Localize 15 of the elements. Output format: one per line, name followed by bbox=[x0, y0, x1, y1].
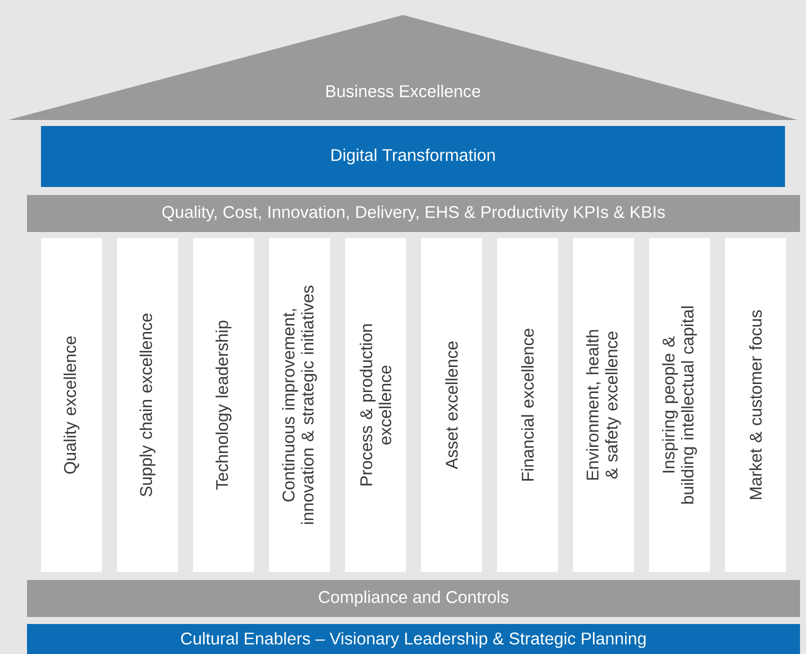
pillar: Environment, health & safety excellence bbox=[573, 238, 634, 572]
pillar: Financial excellence bbox=[497, 238, 558, 572]
roof-triangle: Business Excellence bbox=[8, 15, 798, 120]
pillar: Technology leadership bbox=[193, 238, 254, 572]
pillar: Asset excellence bbox=[421, 238, 482, 572]
banner: Cultural Enablers – Visionary Leadership & Strategic Planning bbox=[27, 624, 800, 654]
band: Quality, Cost, Innovation, Delivery, EHS & Productivity KPIs & KBIs bbox=[27, 195, 800, 232]
pillar: Quality excellence bbox=[41, 238, 102, 572]
pillar: Continuous improvement, innovation & strategic initiatives bbox=[269, 238, 330, 572]
pillar: Inspiring people & building intellectual capital bbox=[649, 238, 710, 572]
pillar: Process & production excellence bbox=[345, 238, 406, 572]
band: Compliance and Controls bbox=[27, 580, 800, 617]
banner: Digital Transformation bbox=[41, 126, 785, 187]
pillar: Market & customer focus bbox=[725, 238, 786, 572]
pillar: Supply chain excellence bbox=[117, 238, 178, 572]
